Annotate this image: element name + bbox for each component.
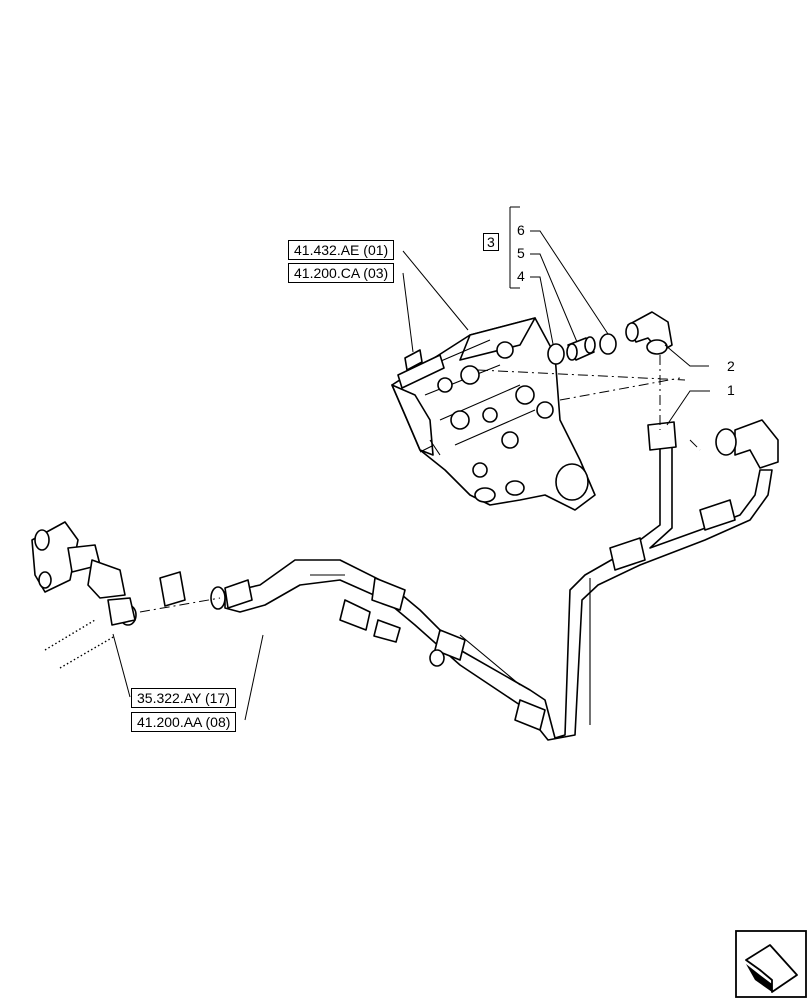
callout-6: 6 bbox=[517, 222, 525, 238]
next-page-arrow-icon[interactable] bbox=[735, 930, 807, 998]
callout-5: 5 bbox=[517, 245, 525, 261]
control-valve-block bbox=[391, 317, 596, 511]
reference-pipe-1[interactable]: 35.322.AY (17) bbox=[131, 688, 236, 708]
callout-4: 4 bbox=[517, 268, 525, 284]
reference-valve-2[interactable]: 41.200.CA (03) bbox=[288, 263, 395, 283]
elbow-fitting bbox=[625, 311, 673, 355]
left-connector-fittings bbox=[31, 521, 137, 669]
seal-and-adapter-kit bbox=[547, 333, 617, 365]
reference-valve-1[interactable]: 41.432.AE (01) bbox=[288, 240, 395, 260]
callout-1: 1 bbox=[727, 382, 735, 398]
leader-lines bbox=[112, 206, 710, 721]
kit-number-box: 3 bbox=[483, 233, 499, 251]
hydraulic-hose-assembly bbox=[159, 419, 779, 741]
callout-2: 2 bbox=[727, 358, 735, 374]
reference-pipe-2[interactable]: 41.200.AA (08) bbox=[131, 712, 237, 732]
